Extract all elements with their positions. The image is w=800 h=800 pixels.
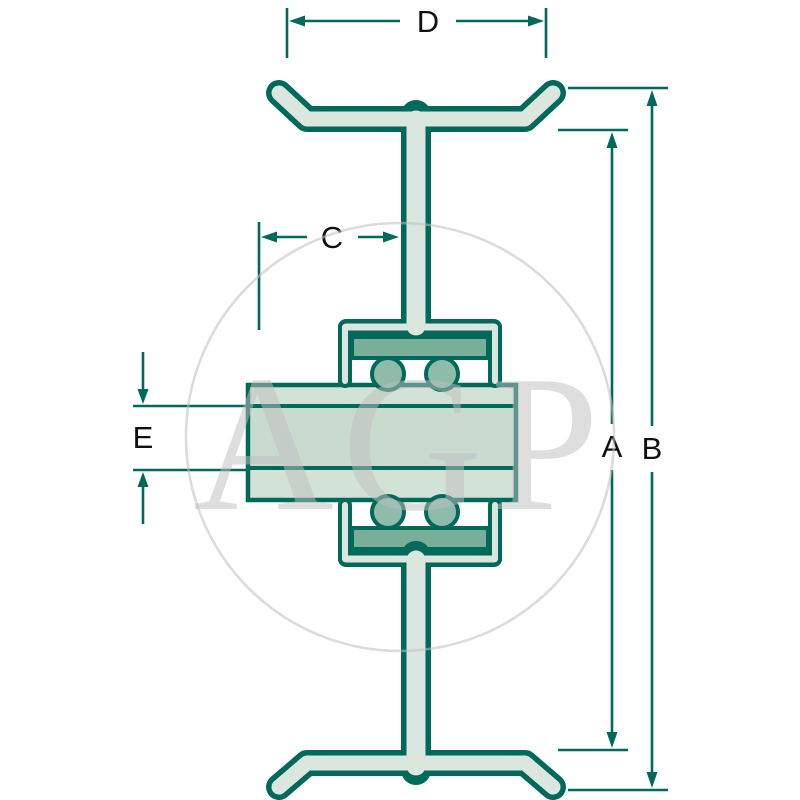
bearing-ball [370,356,406,392]
bearing-ball [424,356,460,392]
bearing-ball [424,494,460,530]
arrowhead-down [137,389,149,404]
hub [245,382,519,503]
watermark: AGP [184,221,616,653]
dimension-a: A [558,128,628,752]
arrowhead-right [528,15,544,27]
dimension-label-e: E [133,420,154,455]
arrowhead-left [261,231,277,243]
dimension-b: B [568,86,668,792]
dimension-c: C [257,220,399,330]
top-rim-web-cup [266,80,566,388]
dimension-d: D [285,4,548,58]
arrowhead-up [606,132,618,148]
bottom-rim-web-cup [266,498,566,800]
dimension-label-a: A [602,429,623,464]
hub-bore-band [251,407,513,467]
watermark-circle [184,221,616,653]
arrowhead-left [289,15,305,27]
dimension-label-c: C [321,220,343,255]
arrowhead-up [137,472,149,487]
dimension-label-b: B [642,431,663,466]
dimension-label-d: D [417,4,439,39]
arrowhead-right [383,231,399,243]
arrowhead-down [606,732,618,748]
watermark-text: AGP [193,336,607,552]
arrowhead-down [646,772,658,788]
arrowhead-up [646,90,658,106]
bearing-ball [370,494,406,530]
